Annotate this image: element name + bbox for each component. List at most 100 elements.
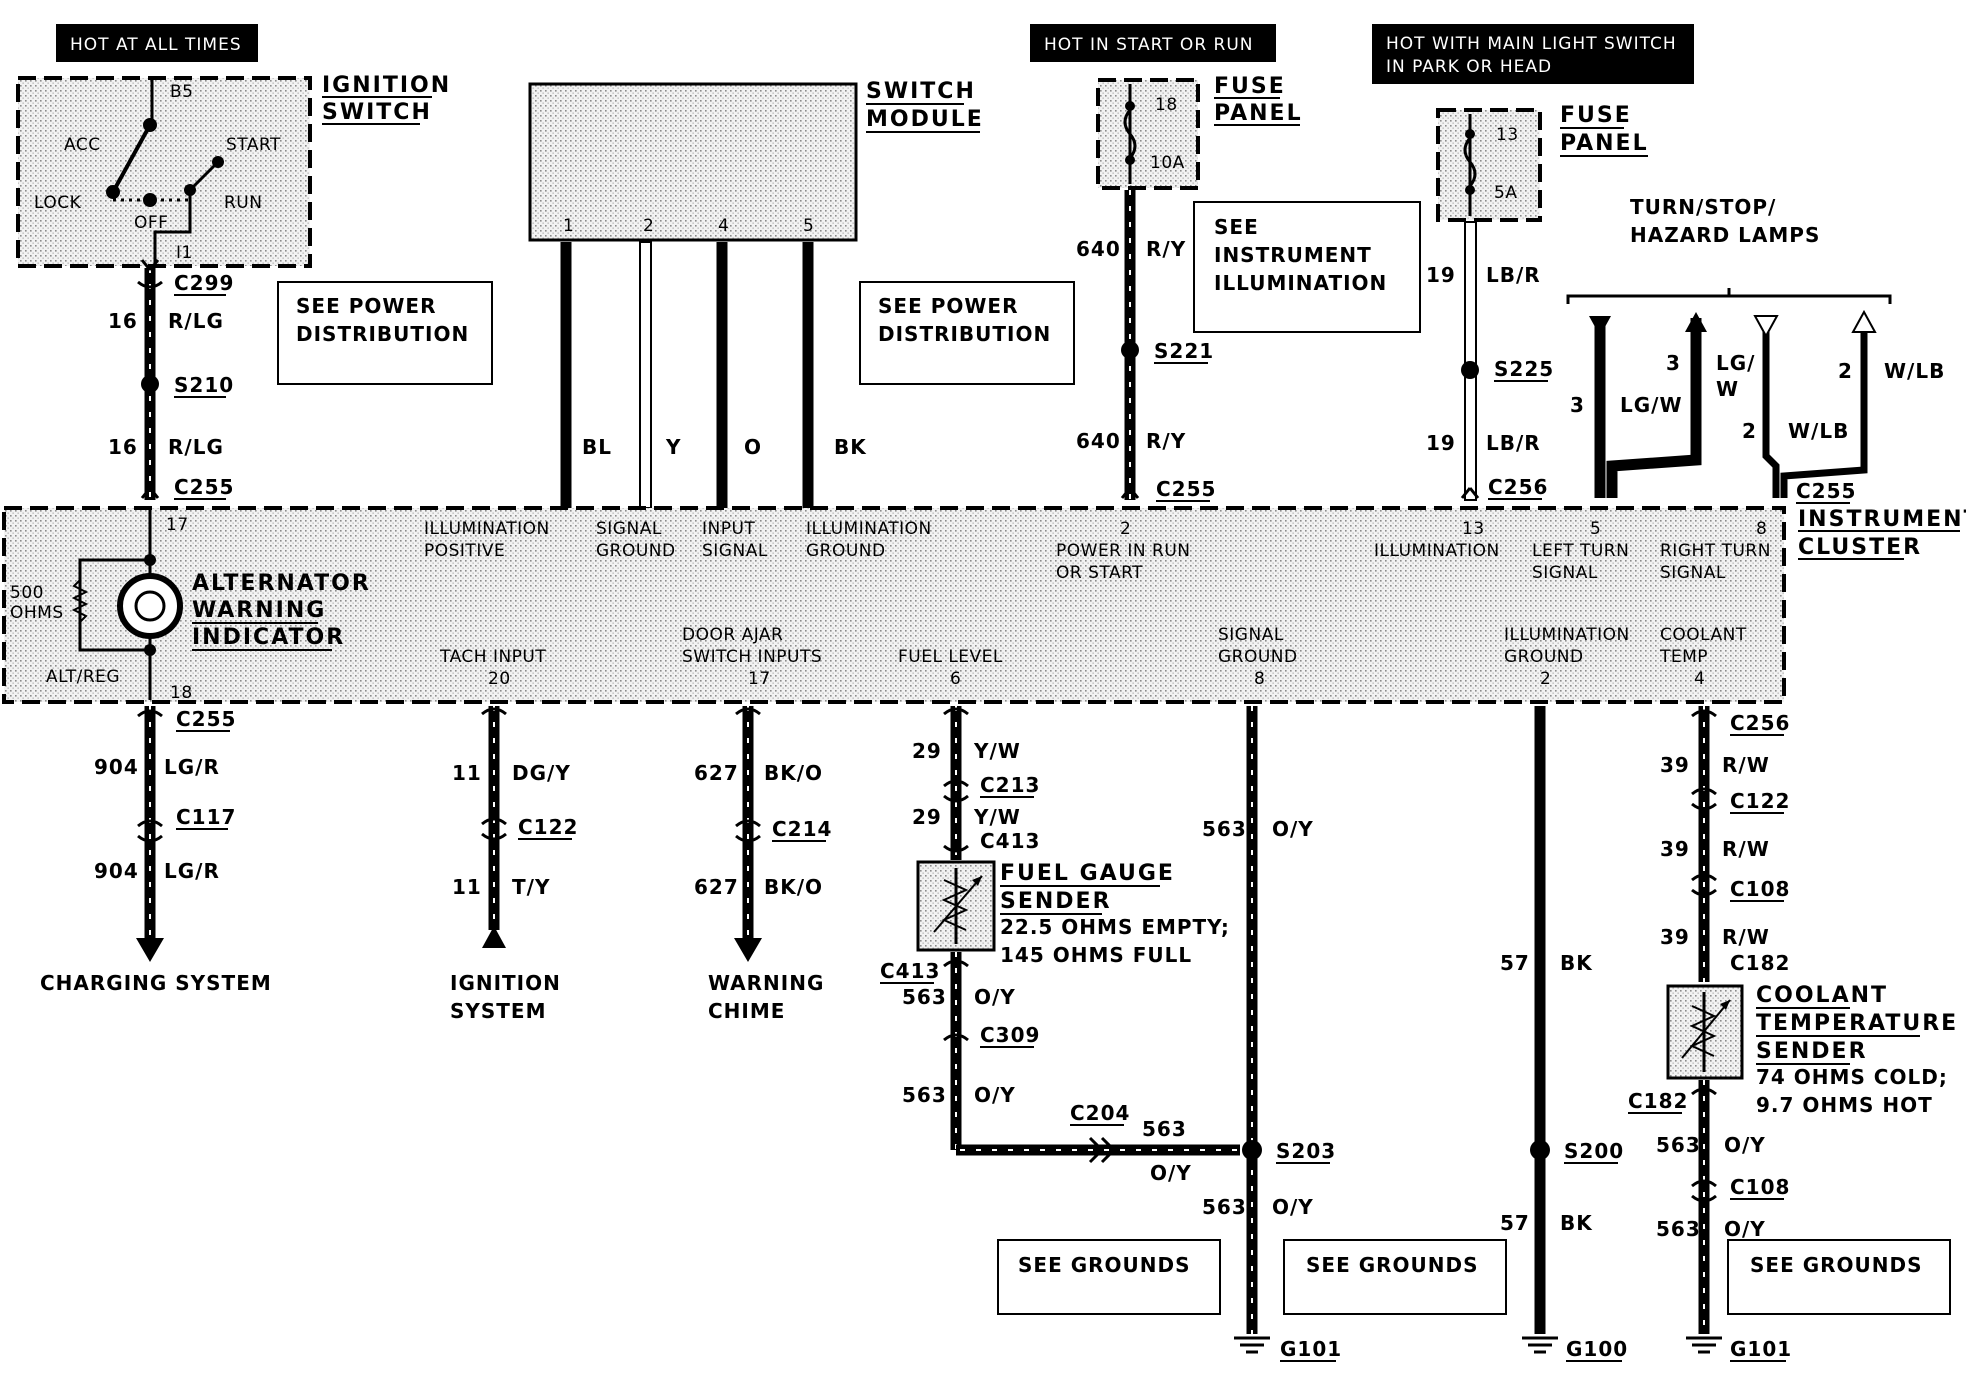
svg-text:11: 11	[452, 875, 482, 899]
wire-11-tach	[481, 706, 507, 948]
svg-text:BL: BL	[582, 435, 612, 459]
wire-39-rw-coolant	[1666, 706, 1744, 1354]
svg-text:563: 563	[1142, 1117, 1187, 1141]
svg-text:O/Y: O/Y	[974, 1083, 1016, 1107]
svg-text:O/Y: O/Y	[1724, 1133, 1766, 1157]
svg-text:FUSE: FUSE	[1560, 103, 1632, 128]
svg-text:16: 16	[108, 309, 138, 333]
svg-text:OR START: OR START	[1056, 563, 1143, 583]
switch-module: 1 2 4 5	[528, 82, 858, 509]
svg-text:20: 20	[488, 669, 511, 689]
svg-text:19: 19	[1426, 431, 1456, 455]
svg-text:WARNING: WARNING	[192, 598, 326, 623]
alternator-warning-indicator	[71, 510, 183, 700]
svg-text:9.7 OHMS HOT: 9.7 OHMS HOT	[1756, 1093, 1933, 1117]
svg-text:2: 2	[1120, 519, 1131, 539]
svg-text:R/W: R/W	[1722, 837, 1770, 861]
svg-text:563: 563	[1202, 1195, 1247, 1219]
svg-text:DISTRIBUTION: DISTRIBUTION	[878, 322, 1051, 346]
svg-text:SIGNAL: SIGNAL	[1660, 563, 1726, 583]
svg-text:Y: Y	[665, 435, 681, 459]
svg-text:SIGNAL: SIGNAL	[1218, 625, 1284, 645]
svg-text:563: 563	[1656, 1133, 1701, 1157]
see-grounds-box-1: SEE GROUNDS	[997, 1239, 1221, 1315]
svg-text:LOCK: LOCK	[34, 193, 82, 213]
instrument-cluster	[2, 506, 1786, 704]
svg-text:W/LB: W/LB	[1884, 359, 1945, 383]
svg-text:R/W: R/W	[1722, 925, 1770, 949]
svg-text:627: 627	[694, 875, 739, 899]
svg-text:R/LG: R/LG	[168, 309, 224, 333]
svg-text:R/LG: R/LG	[168, 435, 224, 459]
svg-text:POSITIVE: POSITIVE	[424, 541, 505, 561]
svg-text:LG/: LG/	[1716, 351, 1755, 375]
switch-module-title: SWITCH	[866, 79, 976, 104]
svg-text:O/Y: O/Y	[974, 985, 1016, 1009]
connector-c299: C299	[174, 271, 234, 295]
svg-text:INDICATOR: INDICATOR	[192, 625, 345, 650]
svg-text:R/Y: R/Y	[1146, 429, 1186, 453]
svg-text:ALTERNATOR: ALTERNATOR	[192, 571, 371, 596]
svg-text:10A: 10A	[1150, 153, 1185, 173]
svg-text:DOOR AJAR: DOOR AJAR	[682, 625, 783, 645]
svg-text:LEFT TURN: LEFT TURN	[1532, 541, 1629, 561]
svg-text:TEMP: TEMP	[1659, 647, 1708, 667]
svg-text:C117: C117	[176, 805, 236, 829]
svg-text:ILLUMINATION: ILLUMINATION	[806, 519, 932, 539]
svg-text:LG/R: LG/R	[164, 859, 220, 883]
svg-text:OFF: OFF	[134, 213, 168, 233]
svg-text:DISTRIBUTION: DISTRIBUTION	[296, 322, 469, 346]
svg-text:HOT WITH MAIN LIGHT SWITCH: HOT WITH MAIN LIGHT SWITCH	[1386, 34, 1677, 54]
svg-text:W: W	[1716, 377, 1739, 401]
fuse-panel-title: FUSE	[1214, 74, 1286, 99]
svg-text:SEE GROUNDS: SEE GROUNDS	[1018, 1253, 1191, 1277]
charging-system-label: CHARGING SYSTEM	[40, 971, 272, 995]
svg-text:R/W: R/W	[1722, 753, 1770, 777]
see-power-distribution-box-2: SEE POWER DISTRIBUTION	[859, 281, 1075, 385]
svg-text:R/Y: R/Y	[1146, 237, 1186, 261]
svg-text:18: 18	[1155, 95, 1178, 115]
svg-text:ILLUMINATION: ILLUMINATION	[424, 519, 550, 539]
svg-text:CHIME: CHIME	[708, 999, 785, 1023]
svg-text:C255: C255	[1156, 477, 1216, 501]
svg-text:22.5 OHMS EMPTY;: 22.5 OHMS EMPTY;	[1000, 915, 1230, 939]
svg-text:563: 563	[1656, 1217, 1701, 1241]
svg-text:C204: C204	[1070, 1101, 1130, 1125]
svg-text:2: 2	[643, 216, 654, 236]
svg-text:SENDER: SENDER	[1756, 1039, 1868, 1064]
svg-text:GROUND: GROUND	[1504, 647, 1584, 667]
svg-text:POWER IN RUN: POWER IN RUN	[1056, 541, 1191, 561]
svg-text:C214: C214	[772, 817, 832, 841]
svg-text:GROUND: GROUND	[1218, 647, 1298, 667]
svg-text:2: 2	[1838, 359, 1853, 383]
svg-text:HOT AT ALL TIMES: HOT AT ALL TIMES	[70, 35, 242, 55]
ignition-switch: B5 ACC START LOCK OFF RUN I1	[16, 76, 312, 268]
wire-19-lbr	[1460, 221, 1480, 501]
svg-text:MODULE: MODULE	[866, 107, 984, 132]
hot-with-main-light-switch-tag: HOT WITH MAIN LIGHT SWITCH IN PARK OR HE…	[1372, 24, 1694, 84]
ground-g100: G100	[1566, 1337, 1628, 1361]
svg-text:FUEL LEVEL: FUEL LEVEL	[898, 647, 1003, 667]
svg-text:39: 39	[1660, 925, 1690, 949]
svg-text:16: 16	[108, 435, 138, 459]
splice-s225: S225	[1494, 357, 1554, 381]
svg-text:C182: C182	[1628, 1089, 1688, 1113]
svg-text:563: 563	[902, 985, 947, 1009]
svg-text:5A: 5A	[1494, 183, 1517, 203]
svg-text:DG/Y: DG/Y	[512, 761, 571, 785]
svg-text:ILLUMINATION: ILLUMINATION	[1214, 271, 1387, 295]
svg-text:SEE GROUNDS: SEE GROUNDS	[1306, 1253, 1479, 1277]
svg-text:Y/W: Y/W	[973, 739, 1021, 763]
turn-stop-hazard-lamps-label: TURN/STOP/	[1630, 195, 1776, 219]
svg-text:57: 57	[1500, 951, 1530, 975]
svg-text:29: 29	[912, 739, 942, 763]
svg-text:LG/W: LG/W	[1620, 393, 1683, 417]
svg-text:LG/R: LG/R	[164, 755, 220, 779]
svg-text:5: 5	[803, 216, 814, 236]
splice-s210: S210	[174, 373, 234, 397]
svg-text:563: 563	[1202, 817, 1247, 841]
svg-text:640: 640	[1076, 237, 1121, 261]
svg-text:19: 19	[1426, 263, 1456, 287]
hot-in-start-or-run-tag: HOT IN START OR RUN	[1030, 24, 1276, 62]
hot-at-all-times-tag: HOT AT ALL TIMES	[56, 24, 258, 62]
